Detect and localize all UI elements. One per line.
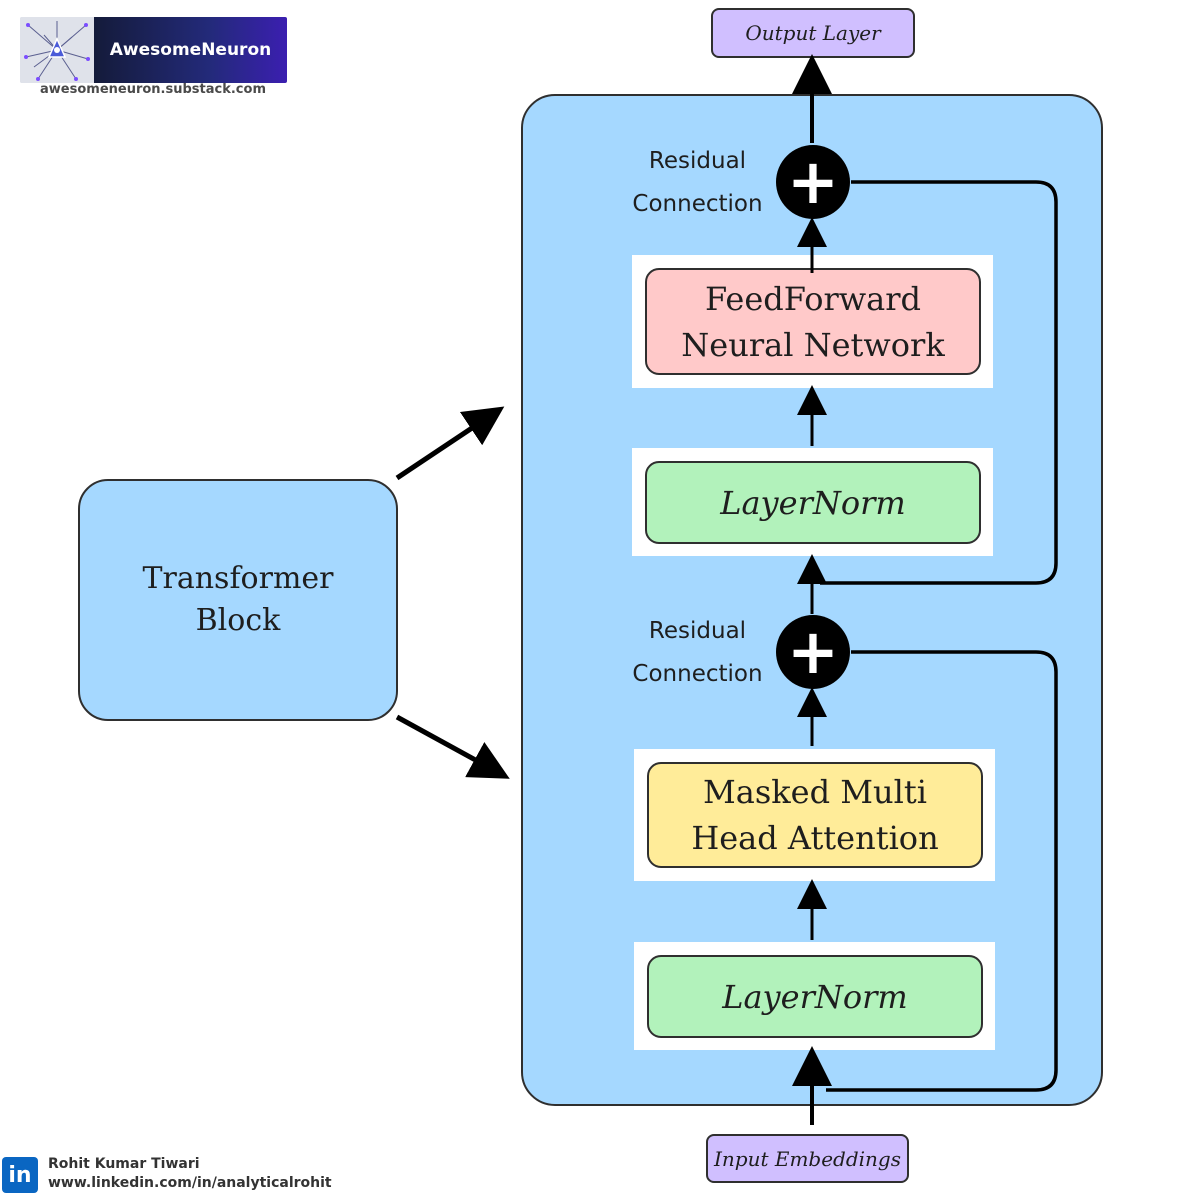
output-layer-node: Output Layer xyxy=(711,8,915,58)
input-embeddings-node: Input Embeddings xyxy=(706,1134,909,1183)
transformer-to-panel-top-arrow xyxy=(395,406,505,481)
neuron-logo-icon xyxy=(20,17,94,83)
upper-residual-add-icon: + xyxy=(776,145,850,219)
feedforward-network-node: FeedForward Neural Network xyxy=(645,268,981,375)
feedforward-frame: FeedForward Neural Network xyxy=(632,255,993,388)
author-credit: Rohit Kumar Tiwari www.linkedin.com/in/a… xyxy=(48,1155,332,1193)
brand-banner: AwesomeNeuron xyxy=(20,17,287,83)
transformer-block: Transformer Block xyxy=(78,479,398,721)
lower-layernorm-frame: LayerNorm xyxy=(634,942,995,1050)
lower-layernorm-node: LayerNorm xyxy=(647,955,983,1038)
linkedin-icon[interactable]: in xyxy=(2,1157,38,1193)
upper-residual-label: Residual Connection xyxy=(632,148,763,217)
upper-layernorm-frame: LayerNorm xyxy=(632,448,993,556)
brand-name: AwesomeNeuron xyxy=(94,17,287,83)
masked-attention-node: Masked Multi Head Attention xyxy=(647,762,983,868)
lower-residual-label: Residual Connection xyxy=(632,618,763,687)
author-profile-link[interactable]: www.linkedin.com/in/analyticalrohit xyxy=(48,1175,332,1191)
transformer-to-panel-bottom-arrow xyxy=(395,714,510,779)
upper-layernorm-node: LayerNorm xyxy=(645,461,981,544)
lower-residual-add-icon: + xyxy=(776,615,850,689)
brand-url[interactable]: awesomeneuron.substack.com xyxy=(40,82,266,97)
attention-frame: Masked Multi Head Attention xyxy=(634,749,995,881)
transformer-block-label: Transformer Block xyxy=(142,561,334,638)
author-name: Rohit Kumar Tiwari xyxy=(48,1156,200,1172)
